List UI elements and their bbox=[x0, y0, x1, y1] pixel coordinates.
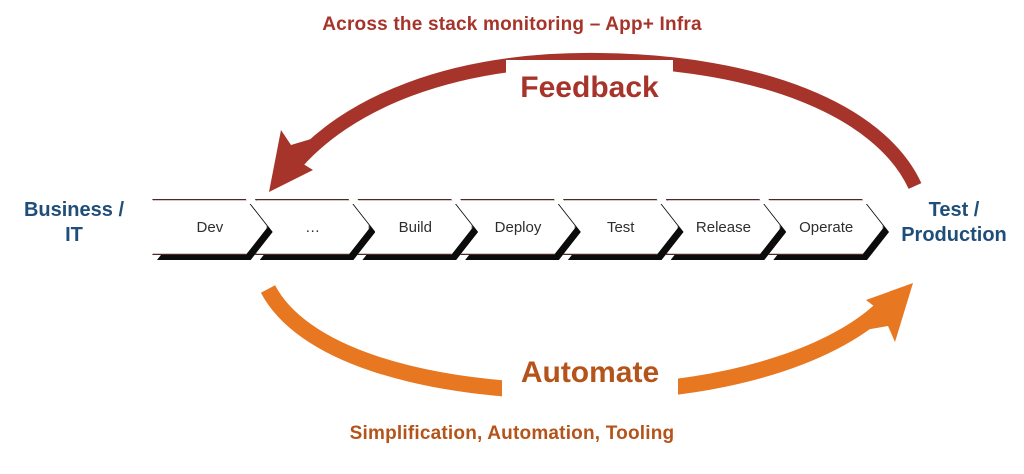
top-caption: Across the stack monitoring – App+ Infra bbox=[322, 14, 702, 35]
feedback-badge: Feedback bbox=[506, 60, 673, 116]
pipeline-stage-label: Deploy bbox=[494, 218, 542, 236]
left-endpoint-label: Business / IT bbox=[4, 198, 144, 248]
pipeline-stage-build[interactable]: Build bbox=[357, 199, 473, 255]
pipeline-chevron-band: Dev … Build Deploy Test Release bbox=[152, 199, 884, 257]
right-endpoint-label-line2: Production bbox=[901, 224, 1007, 246]
pipeline-stage-label: Release bbox=[695, 218, 751, 236]
pipeline-stage-label: Dev bbox=[196, 218, 224, 236]
pipeline-stage-ellipsis[interactable]: … bbox=[255, 199, 371, 255]
pipeline-stage-label: Build bbox=[398, 218, 432, 236]
pipeline-stage-label: … bbox=[305, 218, 321, 236]
pipeline-stage-operate[interactable]: Operate bbox=[768, 199, 884, 255]
right-endpoint-label: Test / Production bbox=[884, 198, 1024, 248]
left-endpoint-label-line1: Business / bbox=[23, 199, 125, 221]
pipeline-stage-release[interactable]: Release bbox=[666, 199, 782, 255]
pipeline-stage-deploy[interactable]: Deploy bbox=[460, 199, 576, 255]
bottom-caption: Simplification, Automation, Tooling bbox=[349, 423, 675, 444]
automate-badge: Automate bbox=[502, 344, 678, 401]
pipeline-stage-dev[interactable]: Dev bbox=[152, 199, 268, 255]
pipeline-stage-label: Operate bbox=[799, 218, 854, 236]
left-endpoint-label-line2: IT bbox=[65, 224, 83, 246]
pipeline-stage-test[interactable]: Test bbox=[563, 199, 679, 255]
right-endpoint-label-line1: Test / bbox=[928, 199, 980, 221]
pipeline-stage-label: Test bbox=[606, 218, 635, 236]
